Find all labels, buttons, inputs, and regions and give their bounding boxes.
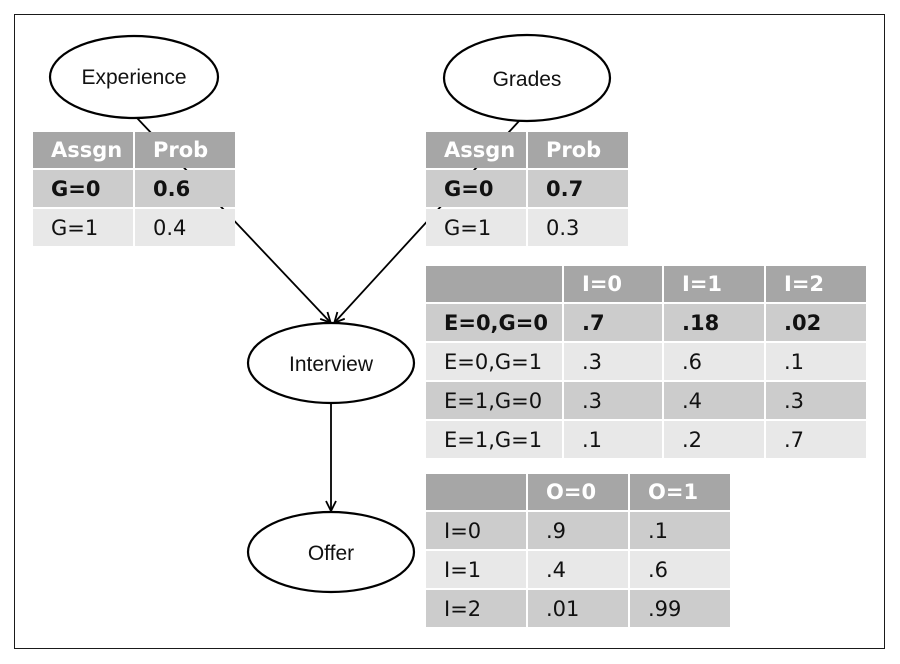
column-header	[426, 474, 526, 510]
table-cell: I=2	[426, 590, 526, 627]
column-header: Prob	[135, 132, 235, 168]
table-row: G=0 0.7	[426, 170, 628, 207]
table-cell: .02	[766, 304, 866, 341]
table-row: G=1 0.4	[33, 209, 235, 246]
table-cell: 0.3	[528, 209, 628, 246]
column-header: I=0	[564, 266, 662, 302]
node-offer: Offer	[246, 510, 416, 594]
table-cell: .99	[630, 590, 730, 627]
experience-cpt-table: Assgn Prob G=0 0.6 G=1 0.4	[31, 130, 237, 248]
table-cell: .01	[528, 590, 628, 627]
table-cell: .3	[564, 343, 662, 380]
column-header: O=1	[630, 474, 730, 510]
interview-cpt-table: I=0 I=1 I=2 E=0,G=0 .7 .18 .02 E=0,G=1 .…	[424, 264, 868, 460]
node-grades: Grades	[442, 33, 612, 123]
table-row: E=1,G=1 .1 .2 .7	[426, 421, 866, 458]
column-header: I=2	[766, 266, 866, 302]
table-cell: .4	[528, 551, 628, 588]
column-header: Prob	[528, 132, 628, 168]
table-header-row: Assgn Prob	[426, 132, 628, 168]
offer-cpt-table: O=0 O=1 I=0 .9 .1 I=1 .4 .6 I=2 .01 .99	[424, 472, 732, 629]
table-cell: I=1	[426, 551, 526, 588]
table-row: G=1 0.3	[426, 209, 628, 246]
table-row: E=0,G=0 .7 .18 .02	[426, 304, 866, 341]
table-cell: E=1,G=1	[426, 421, 562, 458]
table-header-row: O=0 O=1	[426, 474, 730, 510]
table-cell: G=1	[426, 209, 526, 246]
table-cell: G=0	[33, 170, 133, 207]
node-experience: Experience	[48, 34, 220, 120]
table-row: G=0 0.6	[33, 170, 235, 207]
column-header: I=1	[664, 266, 764, 302]
table-cell: .6	[630, 551, 730, 588]
table-cell: G=0	[426, 170, 526, 207]
table-cell: I=0	[426, 512, 526, 549]
table-cell: 0.4	[135, 209, 235, 246]
table-cell: .3	[564, 382, 662, 419]
table-cell: .3	[766, 382, 866, 419]
table-cell: .18	[664, 304, 764, 341]
node-interview-label: Interview	[289, 353, 374, 376]
table-row: E=0,G=1 .3 .6 .1	[426, 343, 866, 380]
node-offer-label: Offer	[308, 542, 354, 565]
table-cell: .2	[664, 421, 764, 458]
table-cell: .9	[528, 512, 628, 549]
table-cell: E=0,G=0	[426, 304, 562, 341]
figure-frame	[14, 14, 885, 649]
column-header	[426, 266, 562, 302]
table-header-row: Assgn Prob	[33, 132, 235, 168]
table-cell: .1	[564, 421, 662, 458]
table-cell: 0.6	[135, 170, 235, 207]
table-cell: G=1	[33, 209, 133, 246]
node-interview: Interview	[246, 321, 416, 405]
table-header-row: I=0 I=1 I=2	[426, 266, 866, 302]
table-row: I=2 .01 .99	[426, 590, 730, 627]
table-cell: .7	[766, 421, 866, 458]
table-row: I=1 .4 .6	[426, 551, 730, 588]
table-cell: E=1,G=0	[426, 382, 562, 419]
node-grades-label: Grades	[493, 68, 562, 91]
table-cell: .1	[766, 343, 866, 380]
table-row: I=0 .9 .1	[426, 512, 730, 549]
column-header: Assgn	[426, 132, 526, 168]
column-header: O=0	[528, 474, 628, 510]
column-header: Assgn	[33, 132, 133, 168]
table-cell: .6	[664, 343, 764, 380]
table-cell: .7	[564, 304, 662, 341]
table-cell: .4	[664, 382, 764, 419]
table-cell: E=0,G=1	[426, 343, 562, 380]
node-experience-label: Experience	[81, 66, 186, 89]
grades-cpt-table: Assgn Prob G=0 0.7 G=1 0.3	[424, 130, 630, 248]
table-cell: 0.7	[528, 170, 628, 207]
table-row: E=1,G=0 .3 .4 .3	[426, 382, 866, 419]
table-cell: .1	[630, 512, 730, 549]
